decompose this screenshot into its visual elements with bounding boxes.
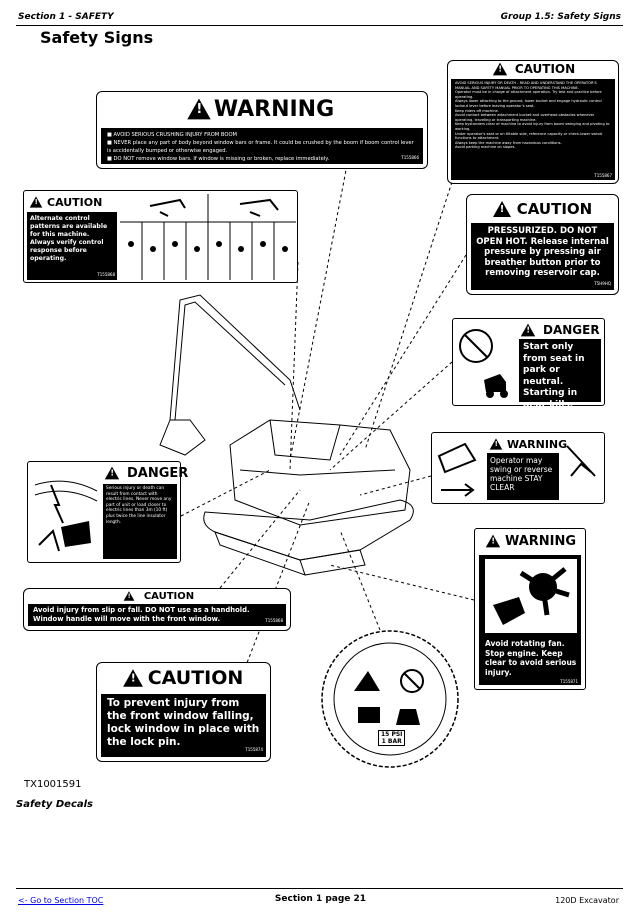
caution-manual-decal: CAUTION AVOID SERIOUS INJURY OR DEATH - … [447,60,619,184]
danger-start-signal: DANGER [543,323,600,337]
header-section: Section 1 - SAFETY [18,12,114,22]
danger-electric-body: Serious injury or death can result from … [103,484,177,559]
caution-manual-line-8: Always keep the machine away from hazard… [455,140,562,145]
danger-triangle-icon [520,323,536,337]
warning-swing-decal: WARNING Operator may swing or reverse ma… [431,432,605,504]
caution-manual-code: T155867 [594,173,612,179]
rotating-fan-icon [485,559,577,633]
warning-boom-line-3: ■ DO NOT remove window bars. If window i… [107,156,330,162]
warning-fan-decal: WARNING Avoid rotating fan. Stop engine.… [474,528,586,690]
warning-boom-line-1: ■ AVOID SERIOUS CRUSHING INJURY FROM BOO… [107,132,238,138]
danger-start-body: Start only from seat in park or neutral.… [519,339,601,410]
section-toc-link[interactable]: <- Go to Section TOC [18,896,104,905]
page-number: Section 1 page 21 [274,894,367,904]
danger-start-decal: DANGER Start only from seat in park or n… [452,318,605,410]
caution-triangle-icon [492,201,511,217]
caution-manual-line-9: Avoid parking machine on slopes. [455,145,516,150]
warning-fan-text: Avoid rotating fan. Stop engine. Keep cl… [485,639,577,677]
caution-manual-line-1: AVOID SERIOUS INJURY OR DEATH - READ AND… [455,81,597,90]
warning-triangle-icon [187,98,211,120]
caution-triangle-icon [122,669,143,687]
caution-manual-line-6: Keep bystanders clear of machine to avoi… [455,122,610,131]
caution-manual-line-4: Keep riders off machine. [455,108,499,113]
caution-pressurized-signal: CAUTION [516,200,593,218]
caution-manual-line-7: Under operator's seat or on tiltable sid… [455,131,603,141]
caution-patterns-body: Alternate control patterns are available… [27,212,117,280]
caution-handhold-text: Avoid injury from slip or fall. DO NOT u… [33,606,250,623]
warning-triangle-icon [489,438,503,450]
caution-manual-line-5: Avoid contact between attachment bucket … [455,113,595,122]
electric-lines-hazard-icon [34,480,98,552]
danger-electric-signal: DANGER [127,465,189,481]
caution-pressurized-decal: CAUTION PRESSURIZED. DO NOT OPEN HOT. Re… [466,194,619,295]
warning-boom-code: T155866 [401,155,419,160]
warning-swing-body: Operator may swing or reverse machine ST… [487,453,559,500]
page-title: Safety Signs [40,28,154,47]
caution-patterns-decal: CAUTION Alternate control patterns are a… [23,190,298,283]
cap-psi: 15 PSI [381,731,403,738]
control-pattern-diagram-icon [120,194,296,280]
caution-handhold-code: T155868 [265,618,283,623]
caution-window-signal: CAUTION [147,667,244,689]
caution-manual-body: AVOID SERIOUS INJURY OR DEATH - READ AND… [451,79,615,180]
warning-boom-decal: WARNING ■ AVOID SERIOUS CRUSHING INJURY … [96,91,428,169]
caution-pressurized-text: PRESSURIZED. DO NOT OPEN HOT. Release in… [476,226,609,278]
caution-manual-line-3: Always lower attaching to the ground, lo… [455,99,602,108]
caution-pressurized-body: PRESSURIZED. DO NOT OPEN HOT. Release in… [471,223,614,290]
warning-triangle-icon [485,534,501,548]
danger-triangle-icon [104,466,120,480]
footer-rule [16,888,623,889]
start-hazard-icon [459,329,508,398]
caution-patterns-code: T155868 [97,272,115,277]
warning-fan-code: T155871 [560,679,578,684]
radiator-cap-icon [321,630,459,768]
caution-triangle-icon [123,591,135,601]
warning-swing-signal: WARNING [507,437,568,451]
pinch-point-icon [566,445,596,477]
caution-window-text: To prevent injury from the front window … [107,697,260,748]
warning-boom-body: ■ AVOID SERIOUS CRUSHING INJURY FROM BOO… [101,128,423,164]
caution-handhold-body: Avoid injury from slip or fall. DO NOT u… [28,604,286,626]
cap-bar: 1 BAR [381,738,402,745]
caution-handhold-signal: CAUTION [143,590,195,602]
caution-window-decal: CAUTION To prevent injury from the front… [96,662,271,762]
caution-triangle-icon [29,196,43,208]
warning-boom-signal: WARNING [213,96,335,122]
cap-pressure-label: 15 PSI 1 BAR [378,730,406,746]
header-group: Group 1.5: Safety Signs [500,12,621,22]
danger-electric-decal: DANGER Serious injury or death can resul… [27,461,188,563]
caution-pressurized-code: T5H9HQ [594,280,611,286]
warning-boom-line-2: ■ NEVER place any part of body beyond wi… [107,140,414,154]
model-name: 120D Excavator [555,896,619,905]
caution-manual-line-2: Operator must be in charge of attachment… [455,90,602,99]
header-rule [16,25,623,26]
caution-window-body: To prevent injury from the front window … [101,694,266,757]
caution-triangle-icon [492,62,508,76]
caution-window-code: T155874 [245,747,263,752]
figure-caption: Safety Decals [16,799,94,810]
caution-patterns-signal: CAUTION [47,195,103,209]
figure-id: TX1001591 [24,779,82,790]
warning-fan-body: Avoid rotating fan. Stop engine. Keep cl… [479,555,581,685]
warning-fan-signal: WARNING [504,533,577,549]
caution-patterns-text: Alternate control patterns are available… [30,215,108,262]
swing-hazard-icon [437,442,477,497]
caution-handhold-decal: CAUTION Avoid injury from slip or fall. … [23,588,291,631]
caution-manual-signal: CAUTION [514,62,576,76]
